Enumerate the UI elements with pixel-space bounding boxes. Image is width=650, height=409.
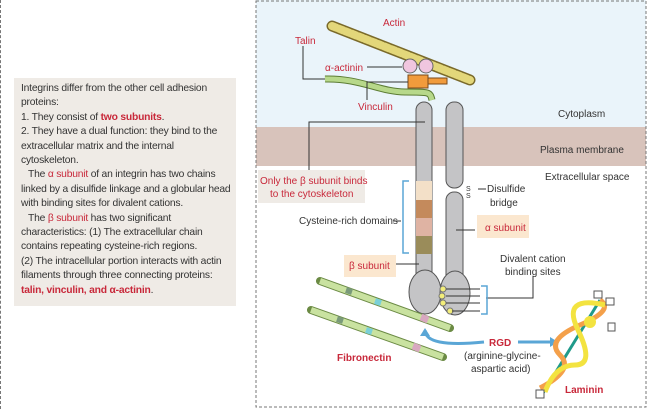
actin-label: Actin — [383, 18, 405, 29]
disulfide-label-2: bridge — [490, 198, 518, 209]
only-beta-box — [258, 170, 365, 203]
fibronectin-shape — [307, 277, 454, 361]
highlight: two subunits — [100, 111, 162, 123]
t: The — [28, 212, 48, 224]
beta-subunit-shape — [408, 101, 442, 315]
only-beta-label-2: to the cytoskeleton — [270, 189, 353, 200]
t: of an integrin has two chains linked by … — [21, 169, 231, 210]
panel-border — [255, 0, 647, 408]
disulfide-label-1: Disulfide — [487, 184, 526, 195]
laminin-label: Laminin — [565, 385, 603, 396]
vinculin — [407, 74, 429, 89]
rgd-arrow-left — [423, 329, 485, 345]
point-2: 2. They have a dual function: they bind … — [21, 126, 218, 167]
rgd-desc-1: (arginine-glycine- — [464, 351, 541, 362]
t: 1. They consist of — [21, 111, 101, 123]
description-box: Integrins differ from the other cell adh… — [14, 78, 236, 306]
divalent-label-2: binding sites — [505, 267, 561, 278]
cysteine-label: Cysteine-rich domains — [299, 216, 398, 227]
point-1: 1. They consist of two subunits. — [21, 111, 233, 125]
vinculin-label: Vinculin — [358, 102, 393, 113]
cation-bracket — [481, 285, 488, 315]
highlight: α subunit — [47, 169, 89, 181]
ss-label-2: S — [466, 193, 471, 200]
beta-subunit-label: β subunit — [349, 261, 390, 272]
fibronectin-label: Fibronectin — [337, 353, 391, 364]
alpha-subunit-label: α subunit — [485, 223, 526, 234]
left-border — [0, 0, 1, 409]
only-beta-label-1: Only the β subunit binds — [260, 176, 367, 187]
beta-label-box — [344, 255, 396, 277]
cysteine-bracket — [402, 180, 409, 254]
laminin-shape — [535, 290, 616, 399]
highlight: β subunit — [47, 212, 88, 224]
actin-filament — [326, 20, 476, 86]
rgd-desc-2: aspartic acid) — [471, 364, 530, 375]
leader-lines — [302, 46, 534, 312]
divalent-label-1: Divalent cation — [500, 254, 566, 265]
cytoplasm-label: Cytoplasm — [558, 109, 605, 120]
t: (2) The intracellular portion interacts … — [21, 255, 222, 282]
t: The — [28, 169, 48, 181]
t: . — [150, 284, 154, 296]
rgd-label: RGD — [489, 338, 511, 349]
alpha-label-box — [477, 215, 529, 238]
point-connecting: (2) The intracellular portion interacts … — [21, 255, 233, 298]
membrane-label: Plasma membrane — [540, 145, 624, 156]
beta-paragraph: The β subunit has two significant charac… — [21, 212, 233, 255]
intro-text: Integrins differ from the other cell adh… — [21, 83, 207, 109]
highlight: talin, vinculin, and α-actinin — [21, 284, 151, 296]
talin-label: Talin — [295, 36, 316, 47]
ss-label-1: S — [466, 186, 471, 193]
alpha-actinin — [402, 58, 418, 74]
alpha-subunit-shape — [438, 101, 471, 316]
alpha-actinin-label: α-actinin — [325, 63, 363, 74]
alpha-paragraph: The α subunit of an integrin has two cha… — [21, 168, 233, 211]
extracellular-label: Extracellular space — [545, 172, 630, 183]
t: has two significant characteristics: (1)… — [21, 212, 203, 253]
t: . — [161, 111, 165, 123]
